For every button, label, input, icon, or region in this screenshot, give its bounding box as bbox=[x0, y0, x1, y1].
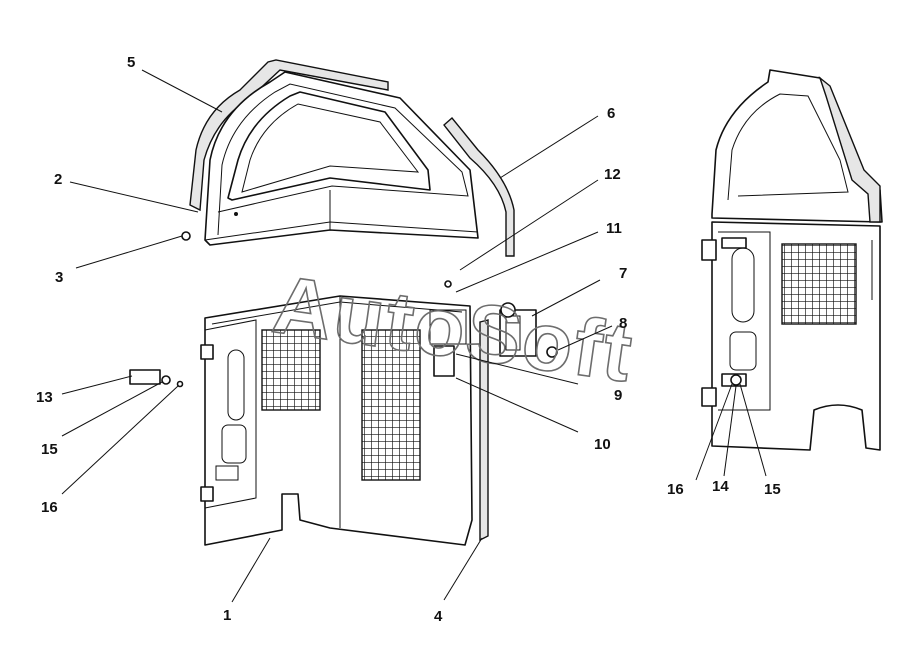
callout-right-16: 16 bbox=[667, 481, 684, 498]
callout-4: 4 bbox=[434, 608, 443, 625]
part-8-bushing bbox=[546, 346, 558, 358]
assembled-mesh-window bbox=[781, 243, 857, 325]
callout-1: 1 bbox=[223, 607, 231, 624]
part-11-screw bbox=[444, 280, 452, 288]
part-5-seal-strip bbox=[189, 59, 389, 212]
callout-16: 16 bbox=[41, 499, 58, 516]
part-2-roof-frame bbox=[204, 71, 479, 246]
callouts: 5 2 3 6 12 11 7 8 9 10 13 15 16 1 4 16 1… bbox=[36, 54, 781, 625]
assembled-roof bbox=[711, 69, 883, 223]
part-1-back-panel bbox=[200, 295, 473, 546]
callout-right-15: 15 bbox=[764, 481, 781, 498]
callout-2: 2 bbox=[54, 171, 62, 188]
assembled-view bbox=[701, 69, 883, 451]
exploded-view bbox=[129, 59, 558, 546]
callout-12: 12 bbox=[604, 166, 621, 183]
part-16-pin bbox=[176, 380, 184, 388]
part-4-vertical-strip bbox=[479, 319, 489, 542]
callout-3: 3 bbox=[55, 269, 63, 286]
callout-5: 5 bbox=[127, 54, 135, 71]
callout-6: 6 bbox=[607, 105, 615, 122]
part-7-latch bbox=[499, 302, 537, 357]
part-3-bolt bbox=[181, 231, 191, 241]
mesh-window-left bbox=[261, 329, 321, 411]
leader-lines bbox=[61, 69, 767, 603]
callout-right-14: 14 bbox=[712, 478, 729, 495]
part-13-bracket bbox=[129, 369, 161, 385]
callout-7: 7 bbox=[619, 265, 627, 282]
callout-11: 11 bbox=[606, 220, 622, 237]
callout-10: 10 bbox=[594, 436, 611, 453]
callout-9: 9 bbox=[614, 387, 622, 404]
callout-13: 13 bbox=[36, 389, 53, 406]
part-15-washer bbox=[161, 375, 171, 385]
mesh-window-center bbox=[361, 329, 421, 481]
callout-8: 8 bbox=[619, 315, 627, 332]
part-6-side-trim bbox=[443, 116, 515, 257]
callout-15: 15 bbox=[41, 441, 58, 458]
